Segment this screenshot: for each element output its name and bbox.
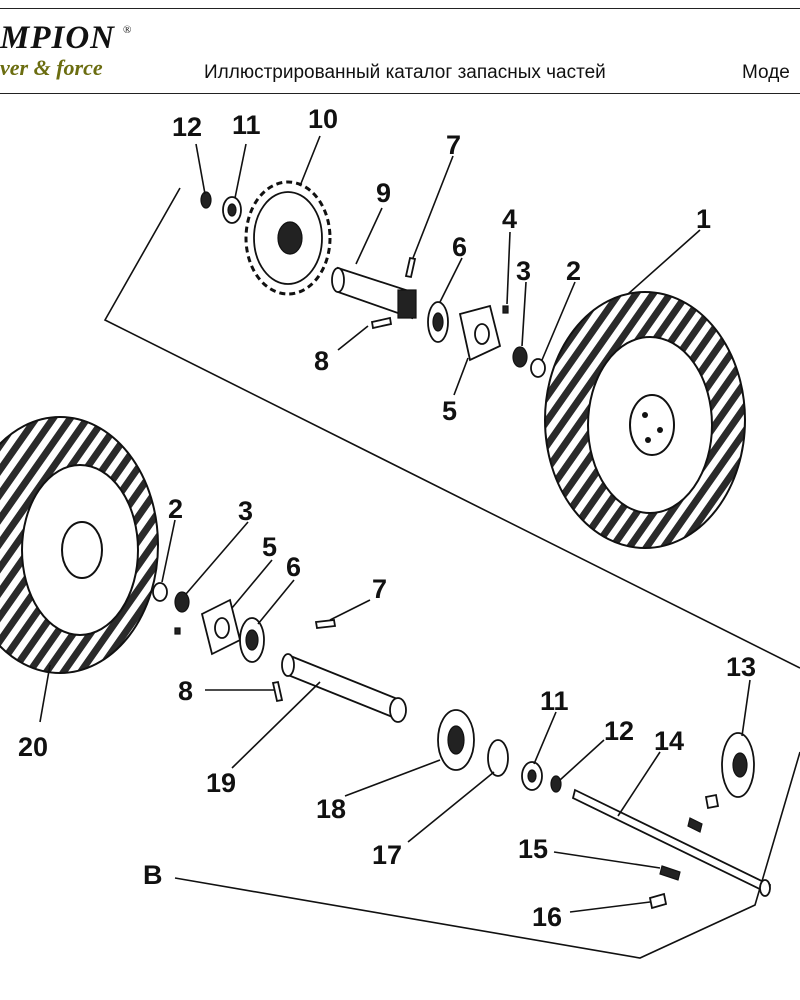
callout-6-lower: 6 [286,552,301,582]
header-top-rule [0,8,800,9]
callout-9: 9 [376,178,391,208]
wheel-1 [544,291,746,549]
callout-19: 19 [206,768,236,798]
header-bottom-rule [0,93,800,94]
callout-12-upper: 12 [172,112,202,142]
spring-15 [659,865,681,881]
callout-2-lower: 2 [168,494,183,524]
callout-18: 18 [316,794,346,824]
callout-6-upper: 6 [452,232,467,262]
callout-8-lower: 8 [178,676,193,706]
nut-3-upper [512,346,528,368]
callout-7-upper: 7 [446,130,461,160]
callout-8-upper: 8 [314,346,329,376]
callout-15: 15 [518,834,548,864]
leader-lines [39,135,751,913]
bolt-7-lower [314,619,337,629]
pin-16 [648,892,668,910]
key-4 [502,305,509,314]
nut-2-lower [152,582,168,602]
registered-mark: ® [123,24,132,36]
callout-4: 4 [502,204,517,234]
brand-tagline: ver & force [0,55,103,80]
wheel-20 [0,416,159,674]
callout-7-lower: 7 [372,574,387,604]
callout-2-upper: 2 [566,256,581,286]
assembly-bracket-lines [103,187,800,959]
callout-3-upper: 3 [516,256,531,286]
callout-17: 17 [372,840,402,870]
catalog-title: Иллюстрированный каталог запасных частей [204,62,606,83]
upper-assembly-parts [200,180,546,378]
shaft-19 [281,653,407,723]
callout-10: 10 [308,104,338,134]
nut-3-lower [174,591,190,613]
callout-1: 1 [696,204,711,234]
callout-16: 16 [532,902,562,932]
sprocket-10 [244,180,332,296]
axle-14 [571,788,772,897]
callout-14: 14 [654,726,684,756]
callout-5-lower: 5 [262,532,277,562]
callout-11-upper: 11 [232,110,261,140]
model-label: Моде [742,62,790,83]
lower-assembly-parts [152,582,772,910]
bolt-8-lower [271,680,284,703]
nut-12-lower [550,775,562,793]
exploded-axle-diagram: 12 11 10 9 7 6 4 3 2 1 8 5 2 3 5 6 7 8 2… [0,104,800,959]
callout-20: 20 [18,732,48,762]
callout-5-upper: 5 [442,396,457,426]
shaft-9 [331,266,417,320]
bolt-8-upper [370,316,393,330]
nut-12-upper [200,191,212,209]
callout-11-lower: 11 [540,686,569,716]
callout-12-lower: 12 [604,716,634,746]
brand-logo-text: MPION [0,20,116,56]
callout-b: B [143,860,163,890]
callout-13: 13 [726,652,756,682]
callout-3-lower: 3 [238,496,253,526]
nut-2-upper [530,358,546,378]
ring-17 [487,739,509,777]
callout-labels: 12 11 10 9 7 6 4 3 2 1 8 5 2 3 5 6 7 8 2… [18,104,756,932]
bolt-7-upper [404,256,417,279]
